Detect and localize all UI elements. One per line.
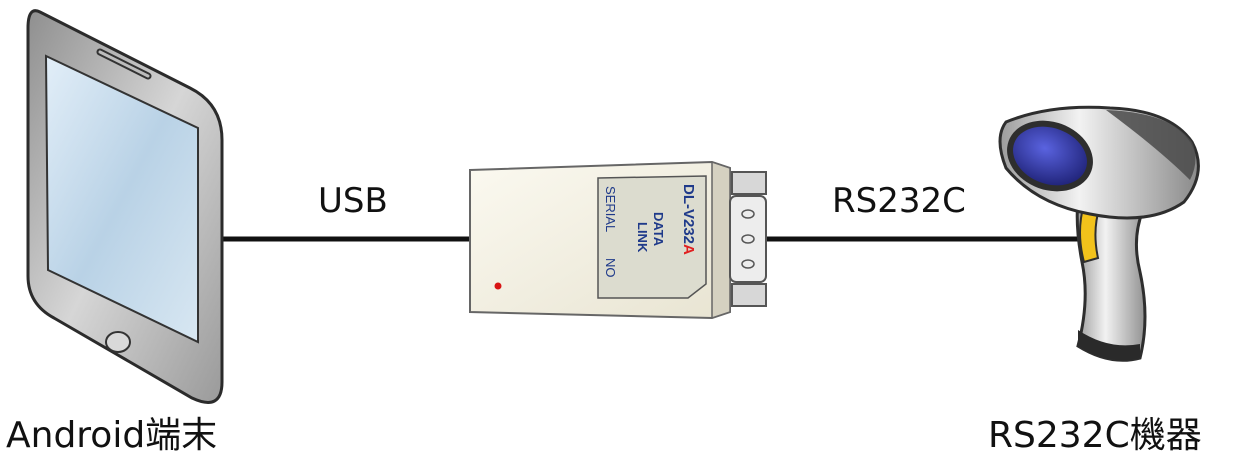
adapter-serial-label: SERIAL [603,186,618,232]
android-terminal-label: Android端末 [6,415,218,456]
status-led [494,282,502,290]
rs232c-device-label: RS232C機器 [988,415,1202,456]
usb-serial-adapter-icon: DL-V232A DATA LINK SERIAL NO [469,160,767,320]
svg-text:DL-V232A: DL-V232A [680,184,697,255]
usb-label: USB [318,181,388,221]
adapter-model-suffix: A [680,244,697,255]
adapter-brand-top: DATA [651,212,666,247]
rs232c-label: RS232C [832,181,966,221]
tablet-icon [26,9,224,404]
barcode-scanner-icon [998,105,1200,362]
adapter-no-label: NO [603,258,618,278]
adapter-brand-bottom: LINK [635,222,650,253]
adapter-model-text: DL-V232 [680,184,697,244]
